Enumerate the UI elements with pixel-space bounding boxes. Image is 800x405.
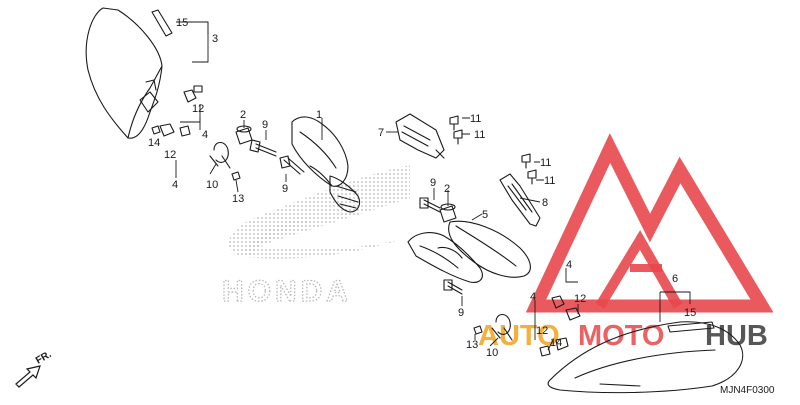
part-8-bracket [499,173,541,227]
callout-12: 12 [164,149,176,161]
callout-9: 9 [282,183,288,195]
part-14-fasteners [151,125,551,357]
part-5-mirror-housing-right [407,220,531,283]
callout-14: 14 [148,137,160,149]
honda-wordmark: HONDA [222,275,352,308]
callout-12: 12 [536,325,548,337]
callout-2: 2 [444,183,450,195]
part-12-nuts-left [159,85,203,137]
part-1-mirror-housing-left [291,116,361,213]
callout-1: 1 [316,109,322,121]
callout-9: 9 [262,119,268,131]
callout-8: 8 [542,197,548,209]
part-2-collar-right [439,203,457,223]
part-10-clip-left [209,141,231,169]
callout-15: 15 [176,17,188,29]
callout-13: 13 [232,193,244,205]
leader-lines [175,21,691,351]
callout-14: 14 [550,337,562,349]
part-9-bolt-d [443,279,463,295]
callout-11: 11 [470,113,481,125]
callout-4: 4 [172,179,178,191]
part-6-cover-right [547,321,744,394]
direction-label: FR. [34,349,54,367]
callout-10: 10 [486,347,498,359]
part-13-screws [231,171,483,335]
callout-3: 3 [212,33,218,45]
callout-4: 4 [530,291,536,303]
front-direction-arrow: FR. [15,349,54,388]
part-7-bracket [395,113,445,159]
part-15-strip-left [151,9,173,37]
callout-11: 11 [544,175,555,187]
honda-wing-watermark: HONDA [221,165,410,309]
logo-hub-text: HUB [705,320,768,352]
callout-2: 2 [240,109,246,121]
part-9-bolt-a [249,139,277,157]
callout-4: 4 [566,259,572,271]
callout-6: 6 [672,273,678,285]
part-10-clip-right [491,313,513,341]
part-11-screws [449,115,537,185]
diagram-code: MJN4F0300 [720,385,775,396]
part-15-strip-right [667,321,715,333]
callout-4: 4 [202,129,208,141]
callout-10: 10 [206,179,218,191]
part-12-nuts-right [551,295,581,351]
callout-11: 11 [540,157,551,169]
callout-9: 9 [458,307,464,319]
part-9-bolt-c [419,197,441,213]
part-9-bolt-b [279,155,305,175]
callout-7: 7 [378,127,384,139]
part-2-collar-left [235,125,253,145]
callout-5: 5 [482,209,488,221]
callout-12: 12 [574,293,586,305]
callout-11: 11 [474,129,485,141]
automotohub-logo: AUTO MOTO HUB [478,133,774,352]
part-3-cover-left [85,7,163,139]
callout-9: 9 [430,177,436,189]
callout-numbers: 1 2 2 3 4 4 4 4 5 6 7 8 9 9 9 9 10 10 11… [148,17,696,359]
callout-15: 15 [684,307,696,319]
callout-13: 13 [466,339,478,351]
callout-12: 12 [192,103,204,115]
